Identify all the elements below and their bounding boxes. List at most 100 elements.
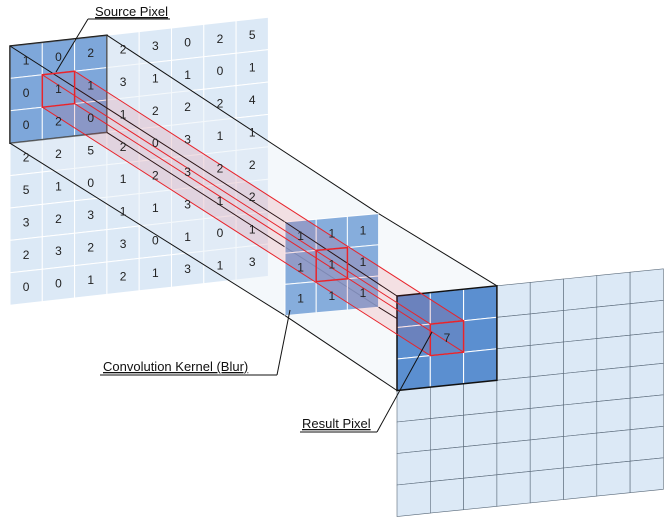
result-cell: [629, 362, 664, 399]
result-cell: [396, 481, 431, 517]
source-value: 0: [217, 64, 224, 78]
source-value: 2: [120, 43, 127, 57]
source-value: 3: [184, 197, 191, 211]
result-cell: [496, 376, 531, 413]
source-value: 3: [87, 208, 94, 222]
result-cell: [596, 334, 631, 371]
source-pixel-beam: [41, 70, 465, 357]
kernel-value: 1: [360, 286, 367, 300]
result-cell: [596, 429, 631, 465]
result-cell: [496, 345, 531, 381]
result-cell: [396, 418, 431, 454]
result-cell: [463, 474, 498, 511]
beam-face: [42, 103, 464, 356]
source-value: 1: [217, 259, 224, 273]
source-value: 2: [152, 169, 159, 183]
result-cell: [429, 477, 464, 514]
result-window-outline: [396, 284, 498, 392]
beam-face: [42, 71, 464, 325]
source-value: 1: [87, 79, 94, 93]
projection-plane: [10, 35, 379, 223]
source-value: 0: [55, 277, 62, 291]
source-value: 1: [23, 53, 30, 67]
source-value: 3: [184, 262, 191, 276]
source-value: 3: [120, 75, 127, 89]
result-cell: [429, 383, 464, 419]
source-value: 1: [249, 61, 256, 75]
source-value: 3: [249, 255, 256, 269]
result-cell: [563, 401, 598, 437]
result-cell: [496, 471, 531, 507]
source-value: 2: [55, 147, 62, 161]
beam-face: [74, 71, 464, 353]
result-window-cell: [463, 285, 498, 322]
projection-line: [9, 45, 286, 223]
source-value: 0: [152, 136, 159, 150]
source-value: 1: [249, 125, 256, 139]
result-cell: [629, 394, 664, 431]
source-value: 1: [120, 205, 127, 219]
result-window-cell: [429, 351, 465, 388]
result-cell: [496, 408, 531, 444]
projection-plane: [285, 222, 397, 391]
projection-plane: [10, 46, 285, 316]
kernel-value: 1: [328, 258, 335, 272]
result-cell: [396, 449, 431, 486]
projection-line: [106, 34, 379, 215]
beam-edge: [42, 106, 431, 357]
source-value: 1: [152, 266, 159, 280]
projection-line: [9, 142, 286, 317]
source-value: 2: [217, 161, 224, 175]
result-cell: [529, 436, 564, 472]
result-cell: [629, 268, 664, 305]
result-cell: [496, 282, 531, 318]
result-cell: [629, 457, 664, 494]
result-cell: [529, 373, 564, 409]
result-cell: [429, 446, 464, 482]
kernel-value: 1: [360, 255, 367, 269]
result-window-cell: [396, 355, 431, 392]
source-value: 5: [249, 28, 256, 42]
source-value: 1: [120, 107, 127, 121]
source-value: 1: [152, 201, 159, 215]
source-value: 3: [120, 237, 127, 251]
source-value: 2: [217, 97, 224, 111]
result-value: 7: [444, 331, 451, 345]
source-value: 0: [23, 118, 30, 132]
projection-plane: [285, 213, 497, 296]
source-value: 0: [217, 226, 224, 240]
result-cell: [529, 341, 564, 378]
source-value: 1: [249, 223, 256, 237]
source-value: 1: [152, 71, 159, 85]
result-cell: [596, 397, 631, 434]
result-pixel-callout: Result Pixel: [300, 331, 433, 433]
source-value: 0: [87, 111, 94, 125]
result-cell: [563, 432, 598, 469]
result-cell: [463, 411, 498, 448]
result-cell: [496, 439, 531, 476]
source-value: 2: [87, 241, 94, 255]
source-value: 1: [55, 179, 62, 193]
result-cell: [629, 331, 664, 368]
result-cell: [396, 386, 431, 423]
kernel-value: 1: [297, 292, 304, 306]
result-cell: [596, 460, 631, 497]
result-cell: [463, 379, 498, 416]
result-cell: [629, 425, 664, 462]
beam-edge: [74, 70, 464, 322]
source-value: 2: [55, 212, 62, 226]
projection-line: [378, 213, 498, 287]
kernel-center-outline: [315, 246, 349, 283]
result-cell: [429, 414, 464, 451]
source-pixel-label: Source Pixel: [95, 4, 168, 19]
source-value: 5: [87, 143, 94, 157]
result-cell: [563, 338, 598, 374]
kernel-value: 1: [297, 260, 304, 274]
result-cell: [529, 467, 564, 504]
source-value: 1: [87, 273, 94, 287]
result-cell: [463, 442, 498, 479]
source-value: 1: [120, 172, 127, 186]
source-value: 1: [184, 68, 191, 82]
result-cell: [529, 310, 564, 346]
